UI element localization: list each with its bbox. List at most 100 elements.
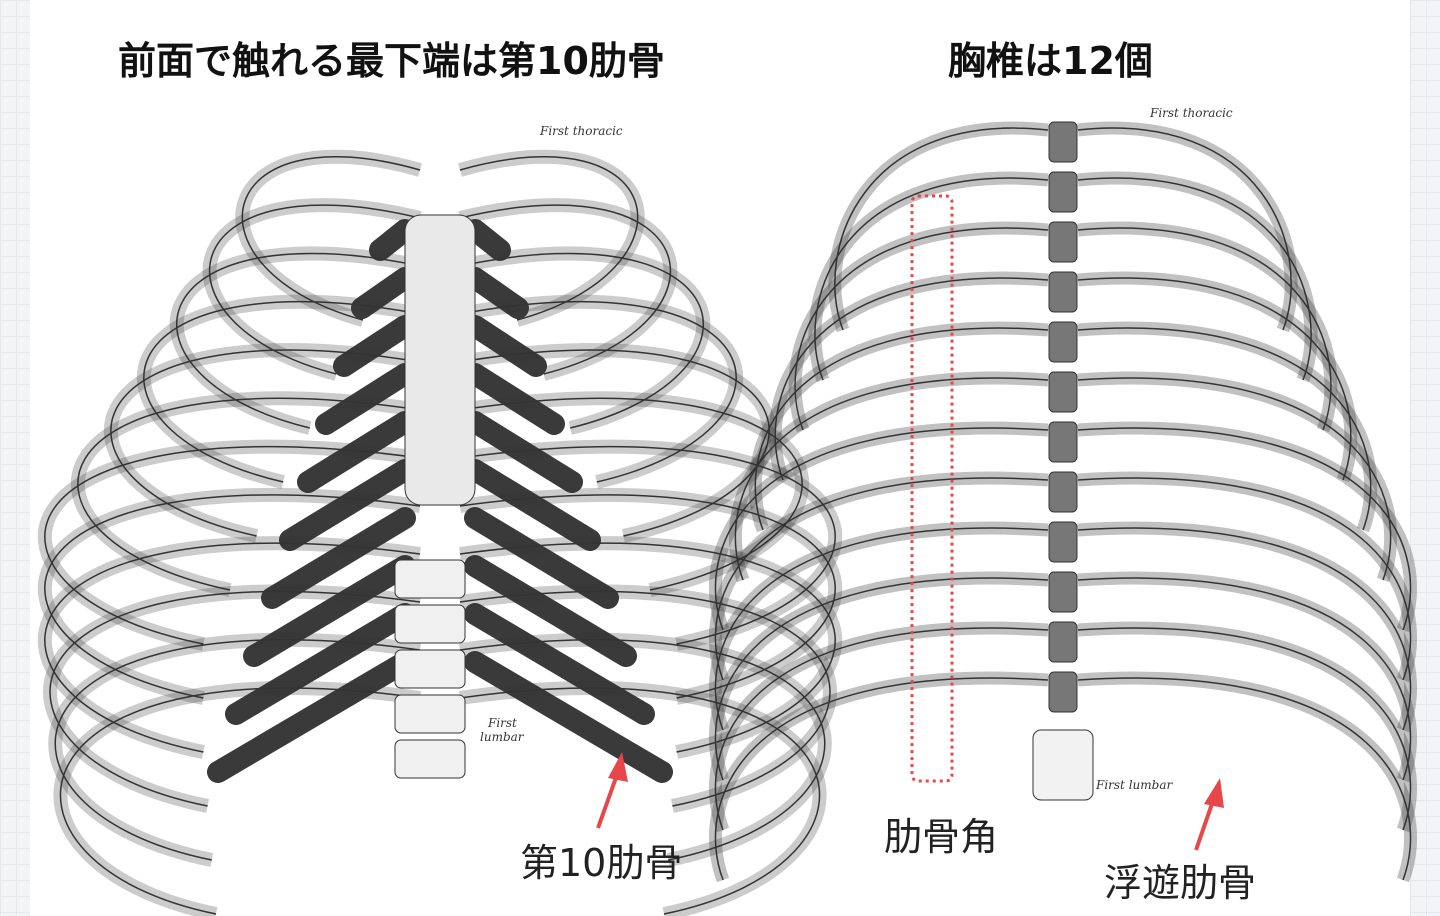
left-background-strip — [0, 0, 30, 916]
rib-outline — [44, 494, 421, 699]
rib-outline — [459, 204, 672, 375]
right-panel-title: 胸椎は12個 — [948, 39, 1153, 83]
label-first-lumbar-back: First lumbar — [1096, 778, 1173, 792]
right-background-strip — [1410, 0, 1440, 916]
costal-cartilage — [464, 267, 529, 319]
lumbar-vertebra — [394, 739, 466, 779]
rib-outline — [44, 445, 421, 645]
costal-cartilage — [207, 651, 416, 783]
rib-outline — [208, 204, 421, 375]
costal-cartilage — [315, 363, 416, 435]
rib-outline — [49, 590, 421, 807]
costal-cartilage — [464, 507, 619, 609]
rib-angle-highlight-box — [910, 194, 954, 783]
rib-outline — [1077, 677, 1412, 881]
rib-outline — [459, 590, 831, 807]
rib-outline — [110, 349, 421, 537]
rib-outline — [1077, 377, 1392, 581]
label-first-thoracic-front: First thoracic — [540, 124, 623, 138]
rib-outline — [1077, 327, 1372, 531]
callout-floating-rib: 浮遊肋骨 — [1104, 861, 1257, 905]
thoracic-vertebra — [1048, 621, 1078, 663]
costal-cartilage — [464, 555, 637, 667]
lumbar-vertebra — [394, 559, 466, 599]
thoracic-vertebra — [1048, 671, 1078, 713]
label-first-lumbar-front-line1: First — [488, 716, 517, 730]
anterior-rib-cage-drawing — [37, 149, 843, 916]
rib-outline — [143, 301, 421, 483]
rib-outline — [1077, 227, 1332, 431]
costal-cartilage — [464, 651, 673, 783]
costal-cartilage — [464, 411, 583, 493]
rib-outline — [1077, 627, 1412, 831]
rib-outline — [714, 677, 1049, 881]
rib-outline — [1077, 127, 1292, 331]
rib-outline — [77, 397, 421, 591]
thoracic-vertebra — [1048, 221, 1078, 263]
rib-outline — [459, 687, 821, 915]
rib — [1077, 621, 1418, 833]
costal-cartilage — [297, 411, 416, 493]
costal-cartilage — [279, 459, 416, 551]
costal-cartilage — [333, 315, 416, 377]
rib-outline — [834, 127, 1049, 331]
rib-outline — [714, 427, 1049, 631]
costal-cartilage — [464, 363, 565, 435]
costal-cartilage — [261, 507, 416, 609]
rib-outline — [459, 494, 836, 699]
lumbar-vertebra — [394, 649, 466, 689]
rib-outline — [459, 397, 803, 591]
costal-cartilage — [464, 603, 655, 725]
rib-outline — [794, 227, 1049, 431]
thoracic-vertebra — [1048, 571, 1078, 613]
costal-cartilage — [369, 219, 416, 261]
thoracic-vertebra — [1048, 321, 1078, 363]
thoracic-vertebra — [1048, 521, 1078, 563]
lumbar-vertebra — [394, 604, 466, 644]
rib-outline — [459, 349, 770, 537]
sternum — [404, 214, 476, 506]
costal-cartilage — [351, 267, 416, 319]
rib-outline — [1077, 177, 1312, 381]
left-panel-title: 前面で触れる最下端は第10肋骨 — [118, 39, 665, 83]
rib-outline — [814, 177, 1049, 381]
rib-outline — [754, 327, 1049, 531]
costal-cartilage — [464, 315, 547, 377]
arrow-floating-rib — [1194, 778, 1224, 851]
rib-outline — [1077, 477, 1412, 681]
rib-outline — [714, 627, 1049, 831]
rib-outline — [59, 687, 421, 915]
rib-outline — [1077, 427, 1412, 631]
rib-outline — [1077, 577, 1412, 781]
thoracic-vertebra — [1048, 271, 1078, 313]
rib-outline — [459, 639, 826, 861]
rib-outline — [1077, 527, 1412, 731]
callout-rib-angle: 肋骨角 — [884, 815, 999, 859]
posterior-rib-cage-drawing — [708, 121, 1418, 883]
thoracic-vertebra — [1048, 421, 1078, 463]
thoracic-vertebra — [1048, 371, 1078, 413]
lumbar-vertebra — [1032, 729, 1094, 801]
label-first-lumbar-front-line2: lumbar — [480, 730, 524, 744]
rib-outline — [241, 156, 421, 321]
rib-outline — [714, 577, 1049, 781]
rib-outline — [459, 156, 639, 321]
callout-10th-rib: 第10肋骨 — [520, 841, 683, 885]
label-first-thoracic-back: First thoracic — [1150, 106, 1233, 120]
rib-outline — [714, 477, 1049, 681]
rib-outline — [459, 542, 836, 753]
rib-outline — [54, 639, 421, 861]
thoracic-vertebra — [1048, 171, 1078, 213]
rib-outline — [734, 377, 1049, 581]
costal-cartilage — [464, 219, 511, 261]
thoracic-vertebra — [1048, 471, 1078, 513]
costal-cartilage — [243, 555, 416, 667]
costal-cartilage — [464, 459, 601, 551]
lumbar-vertebra — [394, 694, 466, 734]
arrow-10th-rib — [596, 752, 628, 829]
rib-outline — [459, 445, 836, 645]
costal-cartilage — [225, 603, 416, 725]
rib-outline — [459, 301, 737, 483]
rib-outline — [44, 542, 421, 753]
